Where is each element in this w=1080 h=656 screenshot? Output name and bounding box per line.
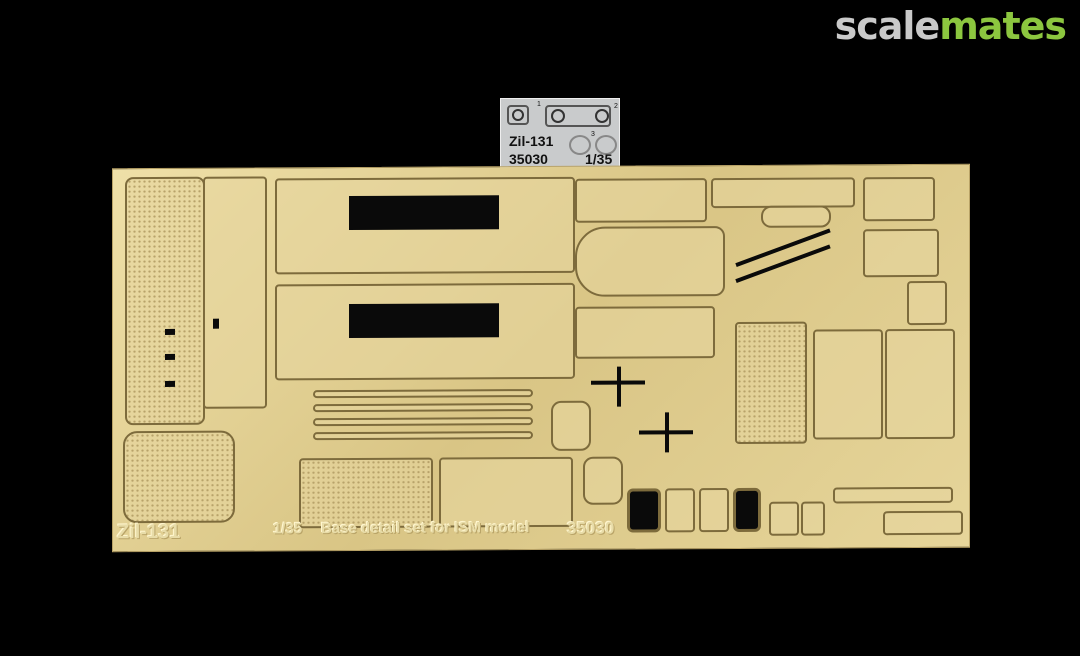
fret-number-text: 35030 (567, 518, 615, 538)
photo-etch-fret: Zil-131 1/35 Base detail set for ISM mod… (112, 163, 970, 553)
product-label: 1 2 3 Zil-131 35030 1/35 (500, 98, 620, 168)
fret-scale-text: 1/35 (273, 520, 303, 538)
scalemates-watermark: scalemates (834, 4, 1067, 48)
fret-model-text: Zil-131 (117, 520, 181, 544)
fret-description-text: Base detail set for ISM model (321, 519, 530, 538)
